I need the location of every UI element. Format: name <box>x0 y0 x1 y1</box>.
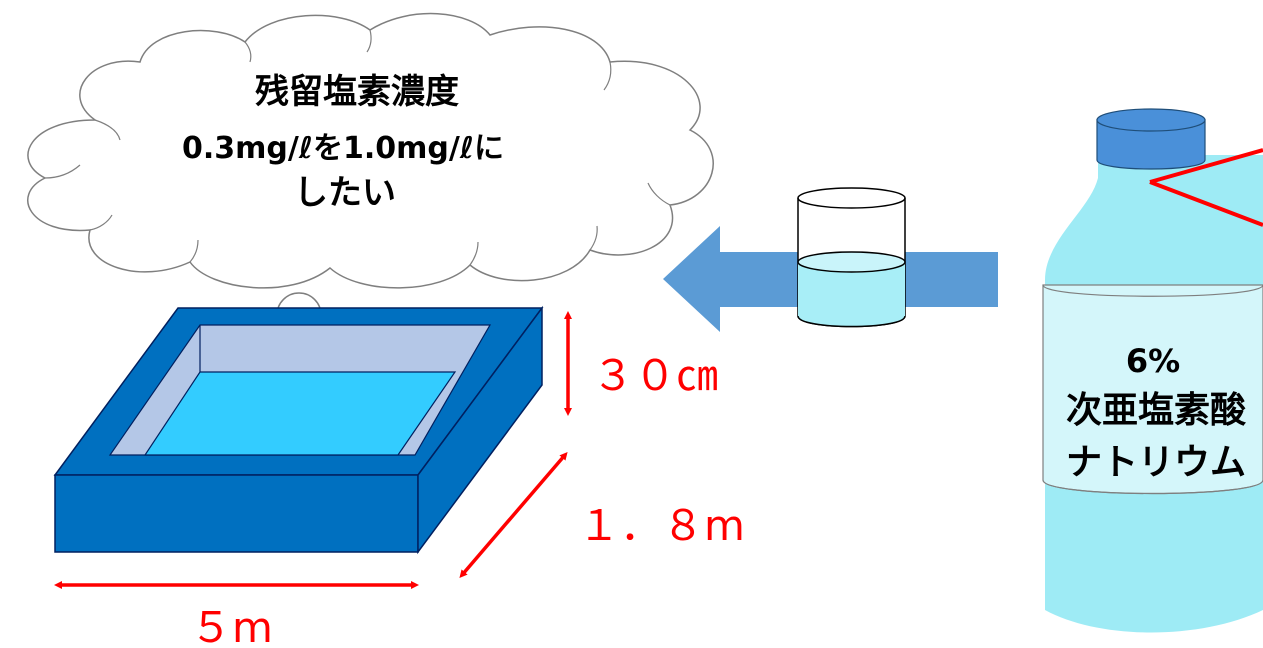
width-label: １．８m <box>578 501 745 550</box>
bottle-label-percent: 6% <box>1126 342 1180 380</box>
bottle-label-name-1: 次亜塩素酸 <box>1066 390 1246 431</box>
bottle: 6% 次亜塩素酸 ナトリウム <box>1042 108 1263 633</box>
thought-line-1: 残留塩素濃度 <box>255 72 459 112</box>
length-label: ５m <box>190 603 273 648</box>
red-pointer-line <box>1149 148 1263 184</box>
red-pointer-line-2 <box>1149 180 1263 227</box>
bottle-label-name-2: ナトリウム <box>1066 442 1246 483</box>
thought-cloud: 残留塩素濃度 0.3mg/ℓを1.0mg/ℓに したい <box>27 12 714 289</box>
pool <box>53 305 544 555</box>
pool-water <box>143 371 457 456</box>
width-arrow <box>459 451 568 579</box>
thought-line-2: 0.3mg/ℓを1.0mg/ℓに <box>182 131 504 166</box>
glass <box>797 187 906 328</box>
depth-label: ３０㎝ <box>592 351 718 400</box>
thought-line-3: したい <box>294 173 396 213</box>
